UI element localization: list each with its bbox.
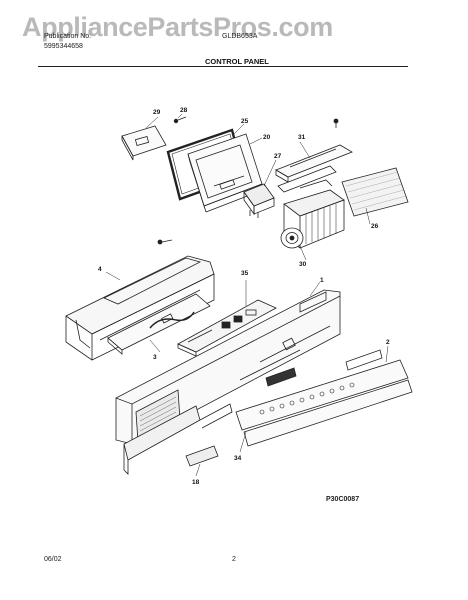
- screw-icon: [157, 239, 173, 245]
- part-29-bracket: [121, 125, 167, 161]
- footer-date: 06/02: [44, 556, 62, 563]
- part-30-motor-assembly: [280, 179, 345, 249]
- callout-30: 30: [299, 261, 307, 268]
- model-number: GLDB653A: [222, 33, 258, 40]
- leader-lines: [105, 113, 389, 477]
- callout-28: 28: [180, 107, 188, 114]
- callout-27: 27: [274, 153, 282, 160]
- diagram-code: P30C0087: [326, 496, 360, 503]
- callout-18: 18: [192, 479, 200, 486]
- callout-25: 25: [241, 118, 249, 125]
- part-31-trim-strip: [275, 144, 353, 193]
- callout-35: 35: [241, 270, 249, 277]
- screw-icon: [333, 118, 339, 128]
- callout-1: 1: [320, 277, 324, 284]
- part-35-control-board: [177, 299, 277, 357]
- section-title: CONTROL PANEL: [205, 57, 269, 66]
- part-4-control-housing: [65, 255, 215, 361]
- part-20-handle-housing: [187, 133, 264, 213]
- callout-34: 34: [234, 455, 242, 462]
- header-rule: [38, 66, 408, 67]
- part-27-switch: [243, 183, 275, 218]
- part-28-screw: [173, 116, 187, 124]
- callout-3: 3: [153, 354, 157, 361]
- callout-4: 4: [98, 266, 102, 273]
- callout-26: 26: [371, 223, 379, 230]
- watermark: AppliancePartsPros.com: [22, 12, 333, 42]
- callout-29: 29: [153, 109, 161, 116]
- publication-label: Publication No.: [44, 33, 92, 40]
- callout-20: 20: [263, 134, 271, 141]
- footer-page-number: 2: [232, 556, 236, 563]
- callout-31: 31: [298, 134, 306, 141]
- part-1-control-panel: [115, 289, 341, 475]
- callout-labels: 29 28 25 20 27 31 26 30 4 35 1 2 3 34 18: [98, 107, 390, 486]
- publication-number: 5995344658: [44, 43, 83, 50]
- part-2-overlay: [235, 349, 413, 447]
- callout-2: 2: [386, 339, 390, 346]
- part-26-overlay-panel: [341, 167, 409, 217]
- part-18-label: [185, 445, 219, 467]
- part-3-circuit-board: [107, 293, 211, 355]
